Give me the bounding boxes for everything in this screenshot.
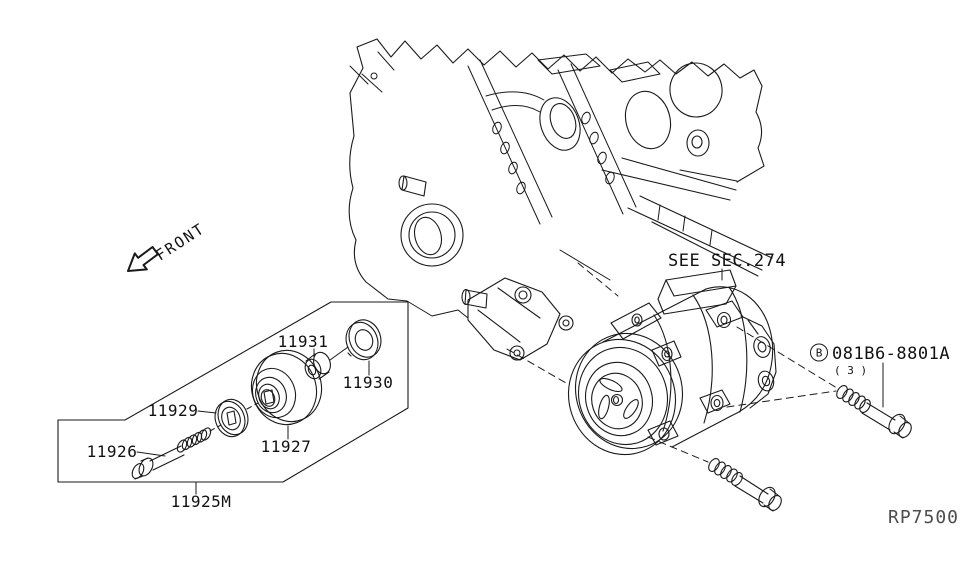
- idler-washer-11929: [210, 395, 253, 441]
- engine-line-art: [349, 39, 772, 360]
- compressor-feet: [648, 341, 730, 445]
- mounting-bolt-b: [835, 384, 914, 440]
- engine-studs: [399, 176, 487, 308]
- hardware-symbol-circle: [811, 344, 828, 361]
- hardware-quantity-label: ( 3 ): [834, 364, 867, 377]
- figure-code-label: RP7500: [888, 507, 959, 528]
- timing-chain-guides: [468, 60, 636, 224]
- front-direction-arrow: [128, 247, 158, 271]
- callout-11930-label: 11930: [343, 373, 394, 392]
- hardware-symbol-label: B: [816, 347, 823, 360]
- idler-assembly-inset-box: [58, 302, 408, 482]
- callout-11925M-label: 11925M: [171, 492, 232, 511]
- ac-compressor-pulley: [554, 319, 698, 468]
- hardware-part-number-label: 081B6-8801A: [832, 344, 950, 364]
- hardware-callout: B 081B6-8801A ( 3 ): [811, 344, 950, 377]
- engine-openings: [533, 59, 726, 156]
- callout-11931-label: 11931: [278, 332, 329, 351]
- see-section-label: SEE SEC.274: [668, 251, 786, 271]
- compressor-mount-bracket: [468, 278, 573, 360]
- alignment-dashed-lines: [507, 263, 837, 462]
- callout-11927-label: 11927: [261, 437, 312, 456]
- compressor-rear-bracket: [741, 316, 776, 408]
- callout-11926-label: 11926: [87, 442, 138, 461]
- idler-pulley-11927: [242, 341, 332, 434]
- front-label: FRONT: [152, 219, 208, 264]
- compressor-body: [603, 287, 773, 447]
- crankshaft-seal-boss: [401, 204, 463, 266]
- engine-detail-lines: [350, 52, 712, 318]
- idler-bolt-11926: [130, 426, 213, 480]
- idler-washer-11930: [330, 315, 386, 364]
- callout-leader-lines: [137, 269, 883, 494]
- compressor-line-art: [554, 270, 776, 469]
- mounting-bolt-a: [706, 457, 783, 513]
- callout-11929-label: 11929: [148, 401, 199, 420]
